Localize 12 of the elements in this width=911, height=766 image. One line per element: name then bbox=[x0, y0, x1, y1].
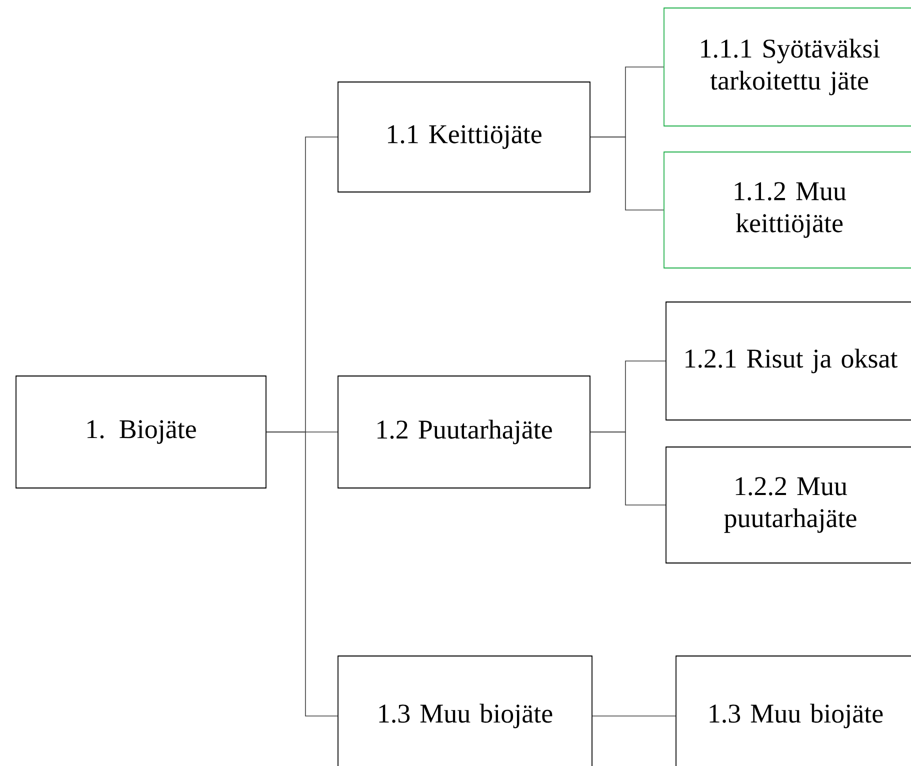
connector bbox=[590, 136, 664, 210]
box: 1.3 Muu biojäte bbox=[338, 656, 592, 766]
box: 1.1 Keittiöjäte bbox=[338, 82, 590, 192]
box: 1. Biojäte bbox=[16, 376, 266, 488]
box: 1.2 Puutarhajäte bbox=[338, 376, 590, 488]
box: 1.2.2 Muu puutarhajäte bbox=[666, 446, 911, 564]
connector bbox=[266, 432, 338, 716]
box: 1.1.2 Muu keittiöjäte bbox=[664, 152, 911, 268]
box: 1.1.1 Syötäväksi tarkoitettu jäte bbox=[664, 8, 911, 126]
box: 1.2.1 Risut ja oksat bbox=[666, 302, 911, 420]
connector bbox=[590, 432, 666, 506]
box: 1.3 Muu biojäte bbox=[676, 656, 911, 766]
